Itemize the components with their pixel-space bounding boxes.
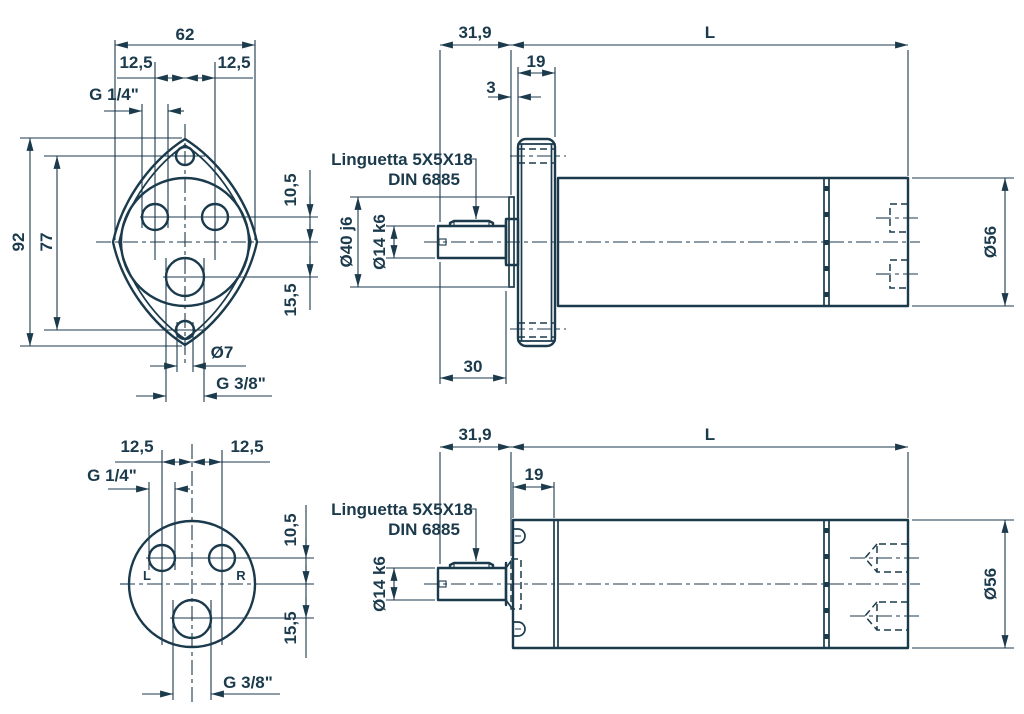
dim-port-axis-offset: 10,5 [281,513,300,546]
key-note-line1: Linguetta 5X5X18 [331,500,473,519]
port-right-label: R [236,568,246,583]
key-note-line1: Linguetta 5X5X18 [331,150,473,169]
part-outline [436,137,910,348]
key-leader-arrow [466,158,480,220]
dimension-lines [354,41,1009,382]
port-left-hole [147,543,177,573]
dim-bolt-hole-dia: Ø7 [211,343,234,362]
key [448,561,495,570]
front-screw-hole-bottom [512,621,526,637]
dim-port-thread: G 1/4" [89,85,139,104]
flanged-side-view: 31,9 L 19 3 Linguetta 5X5X18 DIN 6885 Ø4… [331,23,1014,384]
spigot-hidden [510,558,522,610]
dim-body-length: L [705,23,715,42]
flange-outline [111,137,259,347]
extension-lines [115,450,314,700]
spigot-plate [508,196,515,288]
front-screw-hole-top [512,528,526,544]
drain-hole [164,256,206,298]
dim-front-cap-thickness: 19 [525,465,544,484]
key-note-line2: DIN 6885 [388,170,460,189]
dimension-lines [390,443,1009,649]
port-right-hole [200,202,230,232]
dim-drain-axis-offset: 15,5 [281,611,300,644]
dim-spigot-thickness: 3 [486,78,495,97]
rear-ports-hidden [889,203,908,289]
rear-drill-hidden-bottom [864,601,908,631]
dim-flange-thickness: 19 [527,52,546,71]
key-note-line2: DIN 6885 [388,520,460,539]
end-cap-circle [127,519,257,649]
flanged-end-view: 62 12,5 12,5 G 1/4" 92 77 10,5 15,5 Ø7 G… [9,25,318,402]
flange-side [516,137,557,348]
port-left-label: L [143,568,151,583]
dim-drain-thread: G 3/8" [216,374,266,393]
key [448,219,495,228]
dim-port-thread: G 1/4" [87,466,137,485]
motor-body [556,176,910,308]
port-right-hole [207,543,237,573]
shaft-center-hole [438,238,447,246]
centerlines [424,557,920,617]
dim-port-offset-right: 12,5 [230,437,263,456]
part-outline [111,137,259,347]
dim-drain-thread: G 3/8" [223,673,273,692]
dim-spigot-dia: Ø40 j6 [337,216,356,267]
dim-shaft-end-to-flange: 31,9 [458,23,491,42]
dim-port-axis-offset: 10,5 [281,173,300,206]
front-cap-joint [553,519,559,649]
dim-drain-axis-offset: 15,5 [281,283,300,316]
dim-body-dia: Ø56 [981,226,1000,258]
dim-overall-height: 92 [9,233,28,252]
dim-port-offset-right: 12,5 [217,53,250,72]
port-left-hole [140,202,170,232]
dim-port-offset-left: 12,5 [119,53,152,72]
drain-hole [171,598,213,640]
bolt-hole-top [174,145,196,167]
flange-bolt-holes-hidden [518,148,555,338]
port-face-view: 12,5 12,5 G 1/4" 10,5 15,5 G 3/8" L R [87,437,314,704]
dimension-lines [108,458,310,698]
body-circle [119,176,251,308]
bolt-hole-bottom [174,319,196,341]
dim-body-length: L [705,425,715,444]
dim-overall-width: 62 [176,25,195,44]
motor-body [511,518,910,650]
plain-side-view: 31,9 L 19 Linguetta 5X5X18 DIN 6885 Ø14 … [331,425,1014,650]
dim-shaft-end-to-face: 31,9 [458,425,491,444]
dim-body-dia: Ø56 [981,568,1000,600]
dimension-lines [26,41,314,400]
dim-shaft-dia: Ø14 k6 [370,556,389,612]
shaft-hub-taper [505,560,512,608]
key-leader-arrow [466,508,480,562]
centerlines [120,444,272,704]
rear-drill-hidden-top [864,543,908,573]
dim-bolt-hole-spacing: 77 [37,233,56,252]
extension-lines [386,452,1014,649]
part-outline [127,519,257,649]
dim-shaft-dia: Ø14 k6 [370,214,389,270]
centerlines [424,155,920,330]
dim-port-offset-left: 12,5 [120,437,153,456]
extension-lines [350,50,1014,384]
dim-shaft-length: 30 [464,357,483,376]
extension-lines [20,40,318,402]
shaft-center-hole [438,580,447,588]
part-outline [436,518,910,650]
